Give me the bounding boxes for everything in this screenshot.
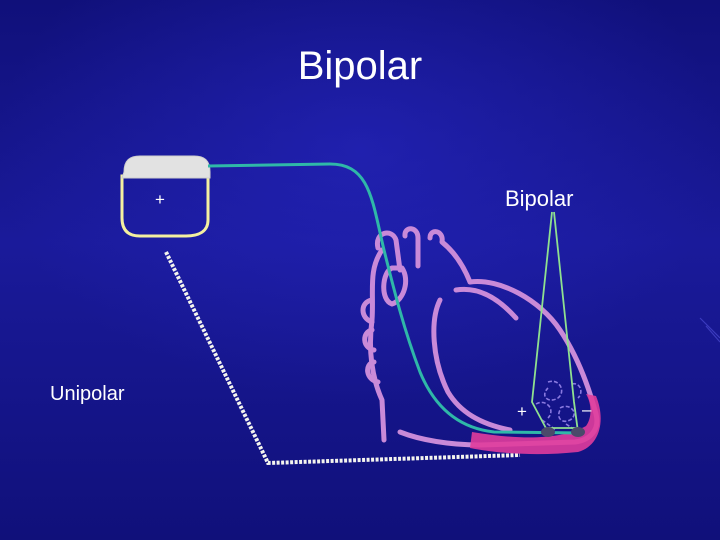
pacemaker-body — [120, 174, 210, 238]
pacemaker-header — [121, 155, 211, 179]
can-polarity-label: + — [155, 190, 165, 209]
pacemaker-can-icon — [120, 155, 211, 238]
slide-title: Bipolar — [297, 44, 423, 88]
ring-positive-label: + — [517, 402, 527, 421]
background-rays — [699, 317, 720, 343]
pacing-lead — [207, 162, 583, 435]
tip-electrode — [571, 427, 585, 437]
electrode-icon — [541, 427, 585, 437]
tip-negative-label: – — [582, 400, 592, 419]
bipolar-label: Bipolar — [505, 186, 574, 211]
unipolar-path — [164, 251, 521, 466]
ring-electrode — [541, 427, 555, 437]
myocardium — [470, 394, 601, 455]
unipolar-label: Unipolar — [50, 383, 125, 405]
heart-icon — [360, 226, 600, 448]
